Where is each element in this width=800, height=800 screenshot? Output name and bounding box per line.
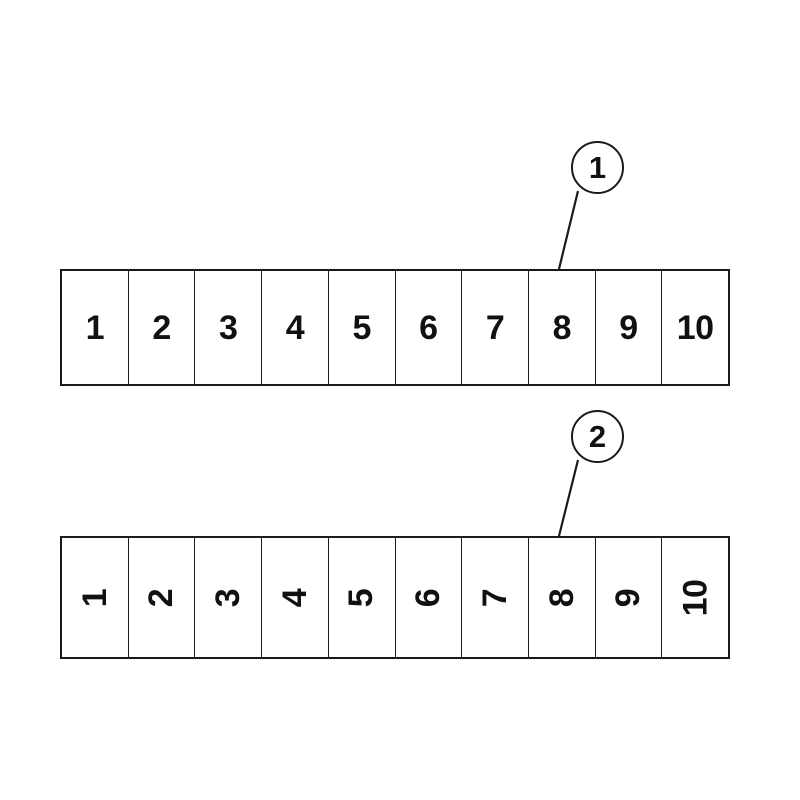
strip-cell[interactable]: 5 — [328, 538, 396, 657]
strip-cell[interactable]: 6 — [395, 538, 463, 657]
cell-label: 2 — [152, 308, 171, 347]
horizontal-text-strip: 1 2 3 4 5 6 7 8 9 10 — [60, 269, 730, 386]
strip-cell[interactable]: 8 — [528, 538, 596, 657]
strip-cell[interactable]: 10 — [662, 538, 729, 657]
strip-cell[interactable]: 10 — [662, 271, 729, 384]
cell-label: 5 — [342, 588, 381, 607]
cell-label: 9 — [619, 308, 638, 347]
strip-cell[interactable]: 4 — [262, 538, 329, 657]
cell-label: 1 — [85, 308, 105, 347]
cell-label: 10 — [676, 308, 714, 347]
cell-label: 1 — [75, 588, 114, 607]
cell-label: 7 — [485, 308, 505, 347]
cell-label: 4 — [285, 308, 305, 347]
strip-cell[interactable]: 5 — [328, 271, 396, 384]
strip-cell[interactable]: 3 — [195, 271, 263, 384]
strip-cell[interactable]: 8 — [528, 271, 596, 384]
cell-label: 7 — [476, 588, 515, 607]
cell-label: 8 — [552, 308, 572, 347]
strip-cell[interactable]: 6 — [395, 271, 463, 384]
strip-cell[interactable]: 3 — [195, 538, 263, 657]
leader-line-2 — [557, 459, 580, 537]
cell-label: 4 — [275, 588, 314, 607]
strip-cell[interactable]: 4 — [262, 271, 329, 384]
rotated-text-strip: 1 2 3 4 5 6 7 8 9 10 — [60, 536, 730, 659]
callout-1-label: 1 — [588, 150, 607, 185]
cell-label: 10 — [676, 579, 715, 616]
cell-label: 9 — [609, 588, 648, 607]
strip-cell[interactable]: 9 — [595, 538, 663, 657]
strip-cell[interactable]: 1 — [62, 538, 129, 657]
strip-cell[interactable]: 7 — [462, 538, 529, 657]
cell-label: 3 — [219, 308, 238, 347]
callout-2-label: 2 — [588, 419, 607, 454]
strip-cell[interactable]: 2 — [128, 538, 196, 657]
cell-label: 6 — [409, 588, 448, 607]
cell-label: 6 — [419, 308, 438, 347]
cell-label: 5 — [352, 308, 371, 347]
strip-cell[interactable]: 1 — [62, 271, 129, 384]
cell-label: 2 — [142, 588, 181, 607]
strip-cell[interactable]: 7 — [462, 271, 529, 384]
leader-line-1 — [557, 190, 580, 270]
callout-2[interactable]: 2 — [571, 410, 624, 463]
strip-cell[interactable]: 9 — [595, 271, 663, 384]
cell-label: 3 — [209, 588, 248, 607]
callout-1[interactable]: 1 — [571, 141, 624, 194]
strip-cell[interactable]: 2 — [128, 271, 196, 384]
cell-label: 8 — [542, 588, 581, 607]
